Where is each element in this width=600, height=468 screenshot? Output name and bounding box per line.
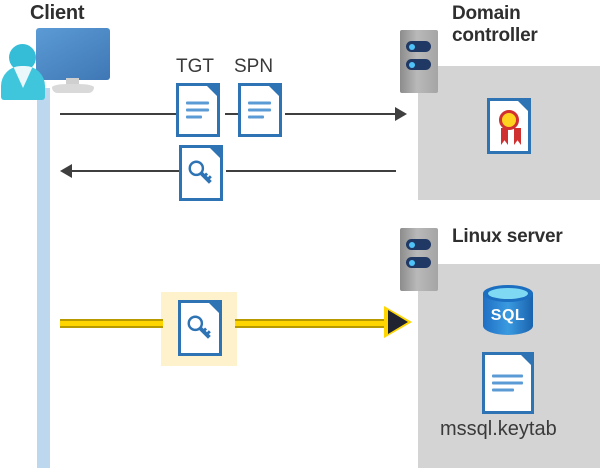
client-lifeline — [37, 88, 50, 468]
document-text-lines-icon — [186, 101, 209, 119]
key-glyph-icon — [187, 315, 211, 339]
user-person-collar-icon — [13, 66, 33, 88]
client-title: Client — [30, 2, 85, 24]
key-glyph-icon — [188, 160, 212, 184]
key-document-icon — [179, 145, 223, 201]
user-person-body-icon — [1, 66, 45, 100]
document-fold-corner-icon — [207, 145, 223, 161]
keytab-transfer-line-segment — [235, 319, 390, 328]
server-slot-icon — [406, 59, 431, 70]
document-fold-corner-icon — [266, 83, 282, 99]
keytab-document-icon — [482, 352, 534, 414]
sql-database-label: SQL — [490, 307, 526, 324]
client-monitor-screen-icon — [36, 28, 110, 80]
certificate-ribbon-right-icon — [514, 128, 521, 145]
document-text-lines-icon — [248, 101, 271, 119]
server-slot-icon — [406, 239, 431, 250]
request-flow-line-segment — [285, 113, 395, 115]
response-flow-line-segment — [226, 170, 396, 172]
server-led-icon — [409, 259, 415, 266]
keytab-key-document-icon — [178, 300, 222, 356]
request-flow-line-segment — [225, 113, 245, 115]
request-flow-line-segment — [60, 113, 178, 115]
certificate-medal-icon — [499, 110, 519, 130]
linux-server-rack-icon — [400, 228, 438, 291]
keytab-file-label: mssql.keytab — [440, 418, 557, 440]
request-flow-arrowhead — [395, 107, 407, 121]
document-fold-corner-icon — [518, 352, 534, 368]
keytab-transfer-line-segment — [60, 319, 163, 328]
client-monitor-base-icon — [52, 84, 94, 93]
tgt-document-icon — [176, 83, 220, 137]
response-flow-line-segment — [72, 170, 180, 172]
document-fold-corner-icon — [206, 300, 222, 316]
document-fold-corner-icon — [204, 83, 220, 99]
spn-document-icon — [238, 83, 282, 137]
response-flow-arrowhead — [60, 164, 72, 178]
client-monitor-neck-icon — [66, 78, 79, 88]
domain-controller-server-rack-icon — [400, 30, 438, 93]
keytab-transfer-arrowhead — [388, 310, 408, 334]
server-led-icon — [409, 61, 415, 68]
server-slot-icon — [406, 41, 431, 52]
server-slot-icon — [406, 257, 431, 268]
document-text-lines-icon — [492, 374, 523, 392]
tgt-label: TGT — [176, 56, 214, 77]
spn-label: SPN — [234, 56, 274, 77]
certificate-ribbon-left-icon — [501, 128, 508, 145]
certificate-document-icon — [487, 98, 531, 154]
sql-database-top-icon — [483, 285, 533, 302]
domain-controller-title: Domain controller — [452, 3, 538, 47]
linux-server-title: Linux server — [452, 226, 563, 247]
sql-database-icon: SQL — [483, 285, 533, 341]
server-led-icon — [409, 241, 415, 248]
sql-database-top-inner-icon — [488, 288, 528, 299]
server-led-icon — [409, 43, 415, 50]
document-fold-corner-icon — [515, 98, 531, 114]
